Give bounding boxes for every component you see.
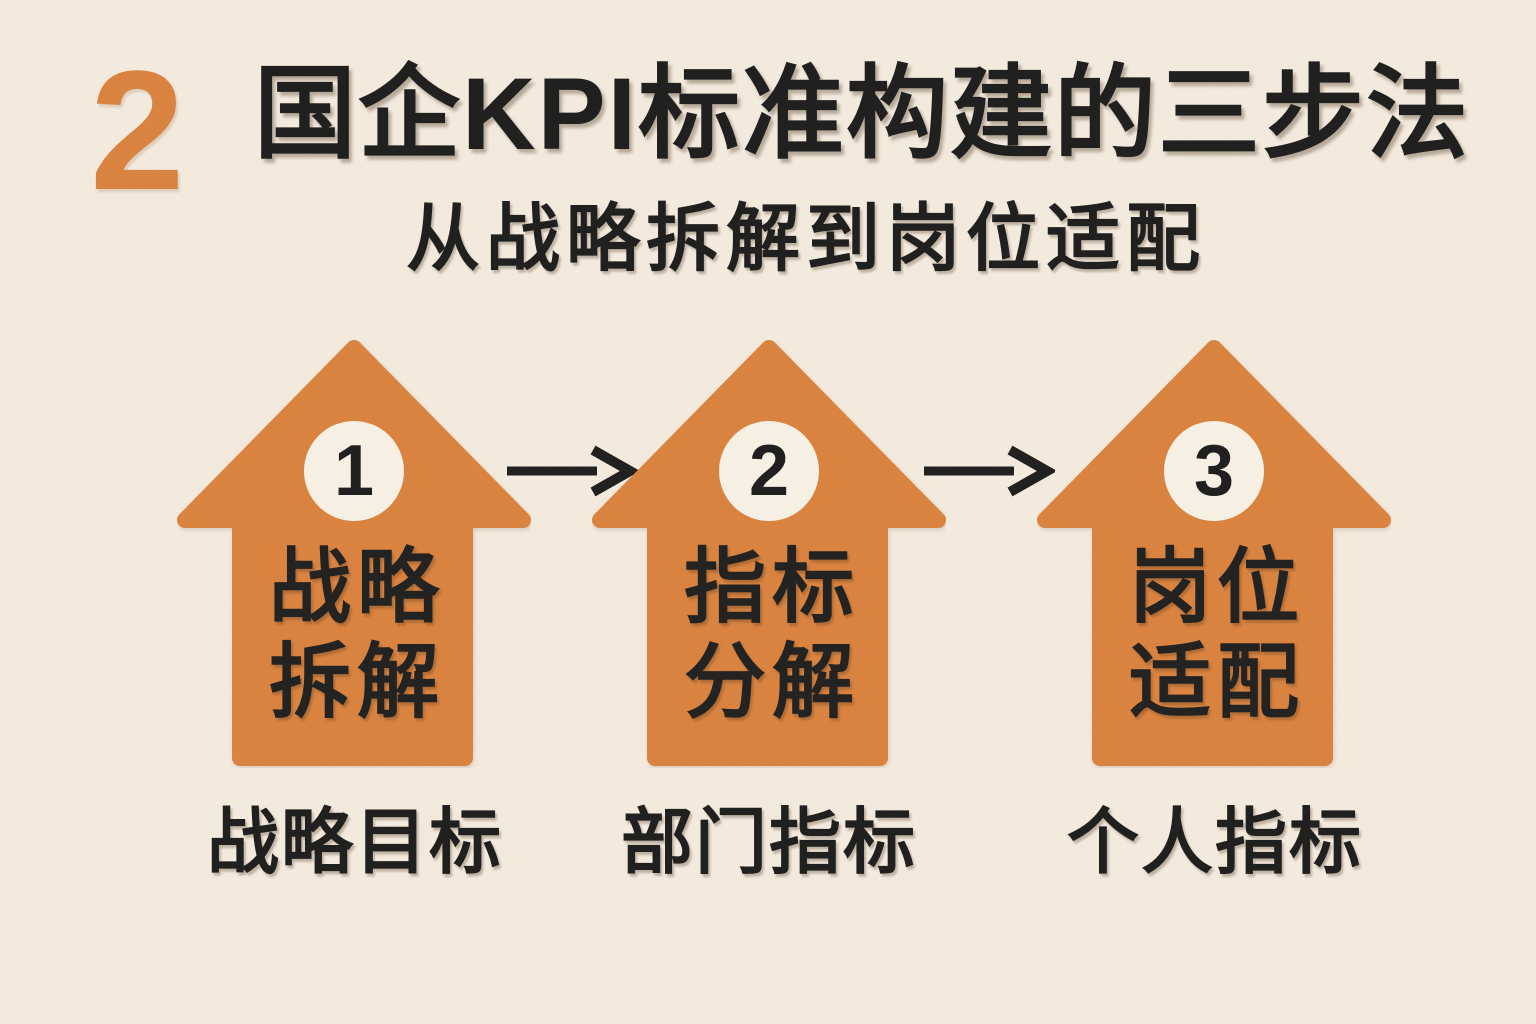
step-number: 2 xyxy=(748,431,790,511)
step-number: 1 xyxy=(333,431,375,511)
step-label: 岗位 适配 xyxy=(1045,540,1383,730)
page-title: 国企KPI标准构建的三步法 xyxy=(253,57,1471,171)
step-number: 3 xyxy=(1193,431,1235,511)
step-label-line2: 分解 xyxy=(683,637,860,728)
step-label-line2: 适配 xyxy=(1128,637,1305,728)
step-caption: 战略目标 xyxy=(206,803,504,883)
step-label: 指标 分解 xyxy=(600,540,938,730)
step-label-line1: 指标 xyxy=(683,542,860,633)
step-caption: 部门指标 xyxy=(620,803,918,883)
step-number-badge: 2 xyxy=(719,421,819,521)
step-label-line1: 战略 xyxy=(268,542,445,633)
step-3: 3 岗位 适配 xyxy=(1037,340,1391,766)
page-subtitle: 从战略拆解到岗位适配 xyxy=(406,197,1206,280)
step-label-line2: 拆解 xyxy=(268,637,445,728)
step-number-badge: 1 xyxy=(304,421,404,521)
step-label: 战略 拆解 xyxy=(185,540,523,730)
step-caption: 个人指标 xyxy=(1066,803,1364,883)
section-number: 2 xyxy=(90,36,185,226)
step-label-line1: 岗位 xyxy=(1128,542,1305,633)
arrow-right-icon xyxy=(924,445,1055,497)
step-1: 1 战略 拆解 xyxy=(177,340,531,766)
step-2: 2 指标 分解 xyxy=(592,340,946,766)
step-number-badge: 3 xyxy=(1164,421,1264,521)
